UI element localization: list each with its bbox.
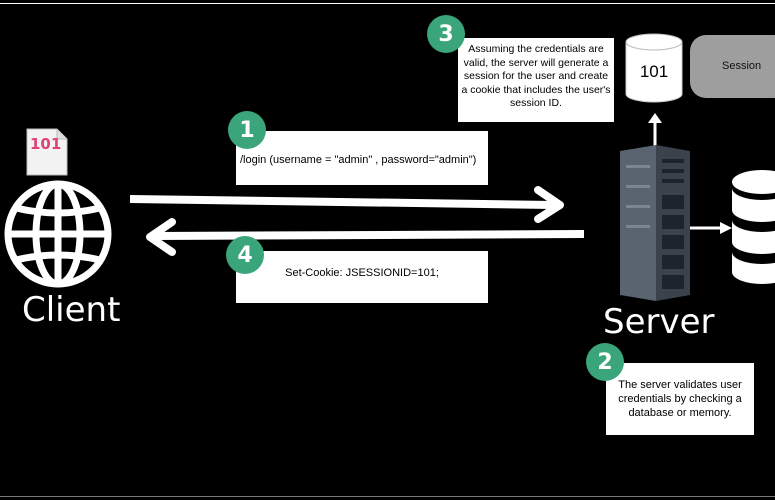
login-request-text: /login (username = "admin" , password="a…	[240, 154, 477, 166]
validation-box: The server validates user credentials by…	[606, 363, 754, 435]
step-1-badge: 1	[228, 111, 266, 149]
client-label: Client	[22, 290, 121, 330]
session-creation-text: Assuming the credentials are valid, the …	[461, 43, 611, 109]
globe-icon	[2, 178, 114, 290]
step-2-badge: 2	[586, 343, 624, 381]
set-cookie-text: Set-Cookie: JSESSIONID=101;	[285, 267, 439, 279]
request-arrow	[129, 186, 564, 223]
database-icon	[732, 168, 775, 286]
session-id-cylinder: 101	[624, 32, 684, 104]
set-cookie-box: Set-Cookie: JSESSIONID=101;	[236, 251, 488, 303]
document-icon-text: 101	[30, 135, 62, 153]
session-label: Session	[722, 60, 762, 72]
session-id-text: 101	[639, 62, 669, 81]
response-arrow	[146, 218, 585, 256]
step-4-badge: 4	[226, 236, 264, 274]
server-tower-icon	[614, 145, 694, 307]
top-border	[0, 3, 775, 4]
session-box: Session	[690, 35, 775, 98]
server-to-database-arrow	[690, 222, 732, 234]
document-icon: 101	[25, 127, 69, 177]
bottom-border	[0, 496, 775, 497]
validation-text: The server validates user credentials by…	[618, 379, 742, 419]
login-request-box: /login (username = "admin" , password="a…	[236, 131, 488, 185]
server-label: Server	[603, 302, 715, 342]
step-3-badge: 3	[427, 15, 465, 53]
session-creation-box: Assuming the credentials are valid, the …	[458, 38, 614, 122]
